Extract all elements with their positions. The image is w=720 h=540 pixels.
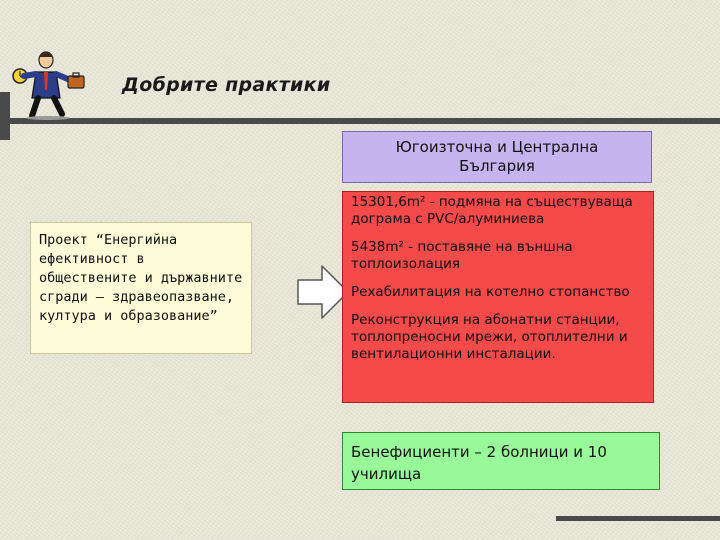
decorative-rule-bottom bbox=[556, 516, 720, 521]
project-text: Проект “Енергийна ефективност в обществе… bbox=[39, 232, 243, 324]
measure-item: Рехабилитация на котелно стопанство bbox=[351, 284, 630, 300]
decorative-rule-horizontal bbox=[0, 118, 720, 124]
measure-item: 5438m² - поставяне на външна топлоизолац… bbox=[351, 239, 573, 272]
beneficiaries-box: Бенефициенти – 2 болници и 10 училища bbox=[342, 432, 660, 490]
businessman-clipart-icon bbox=[12, 51, 85, 120]
project-box: Проект “Енергийна ефективност в обществе… bbox=[30, 222, 252, 354]
measure-item: Реконструкция на абонатни станции, топло… bbox=[351, 312, 628, 362]
measure-item: 15301,6m² - подмяна на съществуваща догр… bbox=[351, 194, 633, 227]
right-arrow-icon bbox=[297, 265, 349, 319]
region-header: Югоизточна и Централна България bbox=[342, 131, 652, 183]
region-label: Югоизточна и Централна България bbox=[395, 138, 599, 175]
beneficiaries-text: Бенефициенти – 2 болници и 10 училища bbox=[351, 443, 607, 483]
measures-box: 15301,6m² - подмяна на съществуваща догр… bbox=[342, 191, 654, 403]
slide-title: Добрите практики bbox=[122, 74, 331, 96]
decorative-rule-vertical bbox=[0, 92, 10, 140]
